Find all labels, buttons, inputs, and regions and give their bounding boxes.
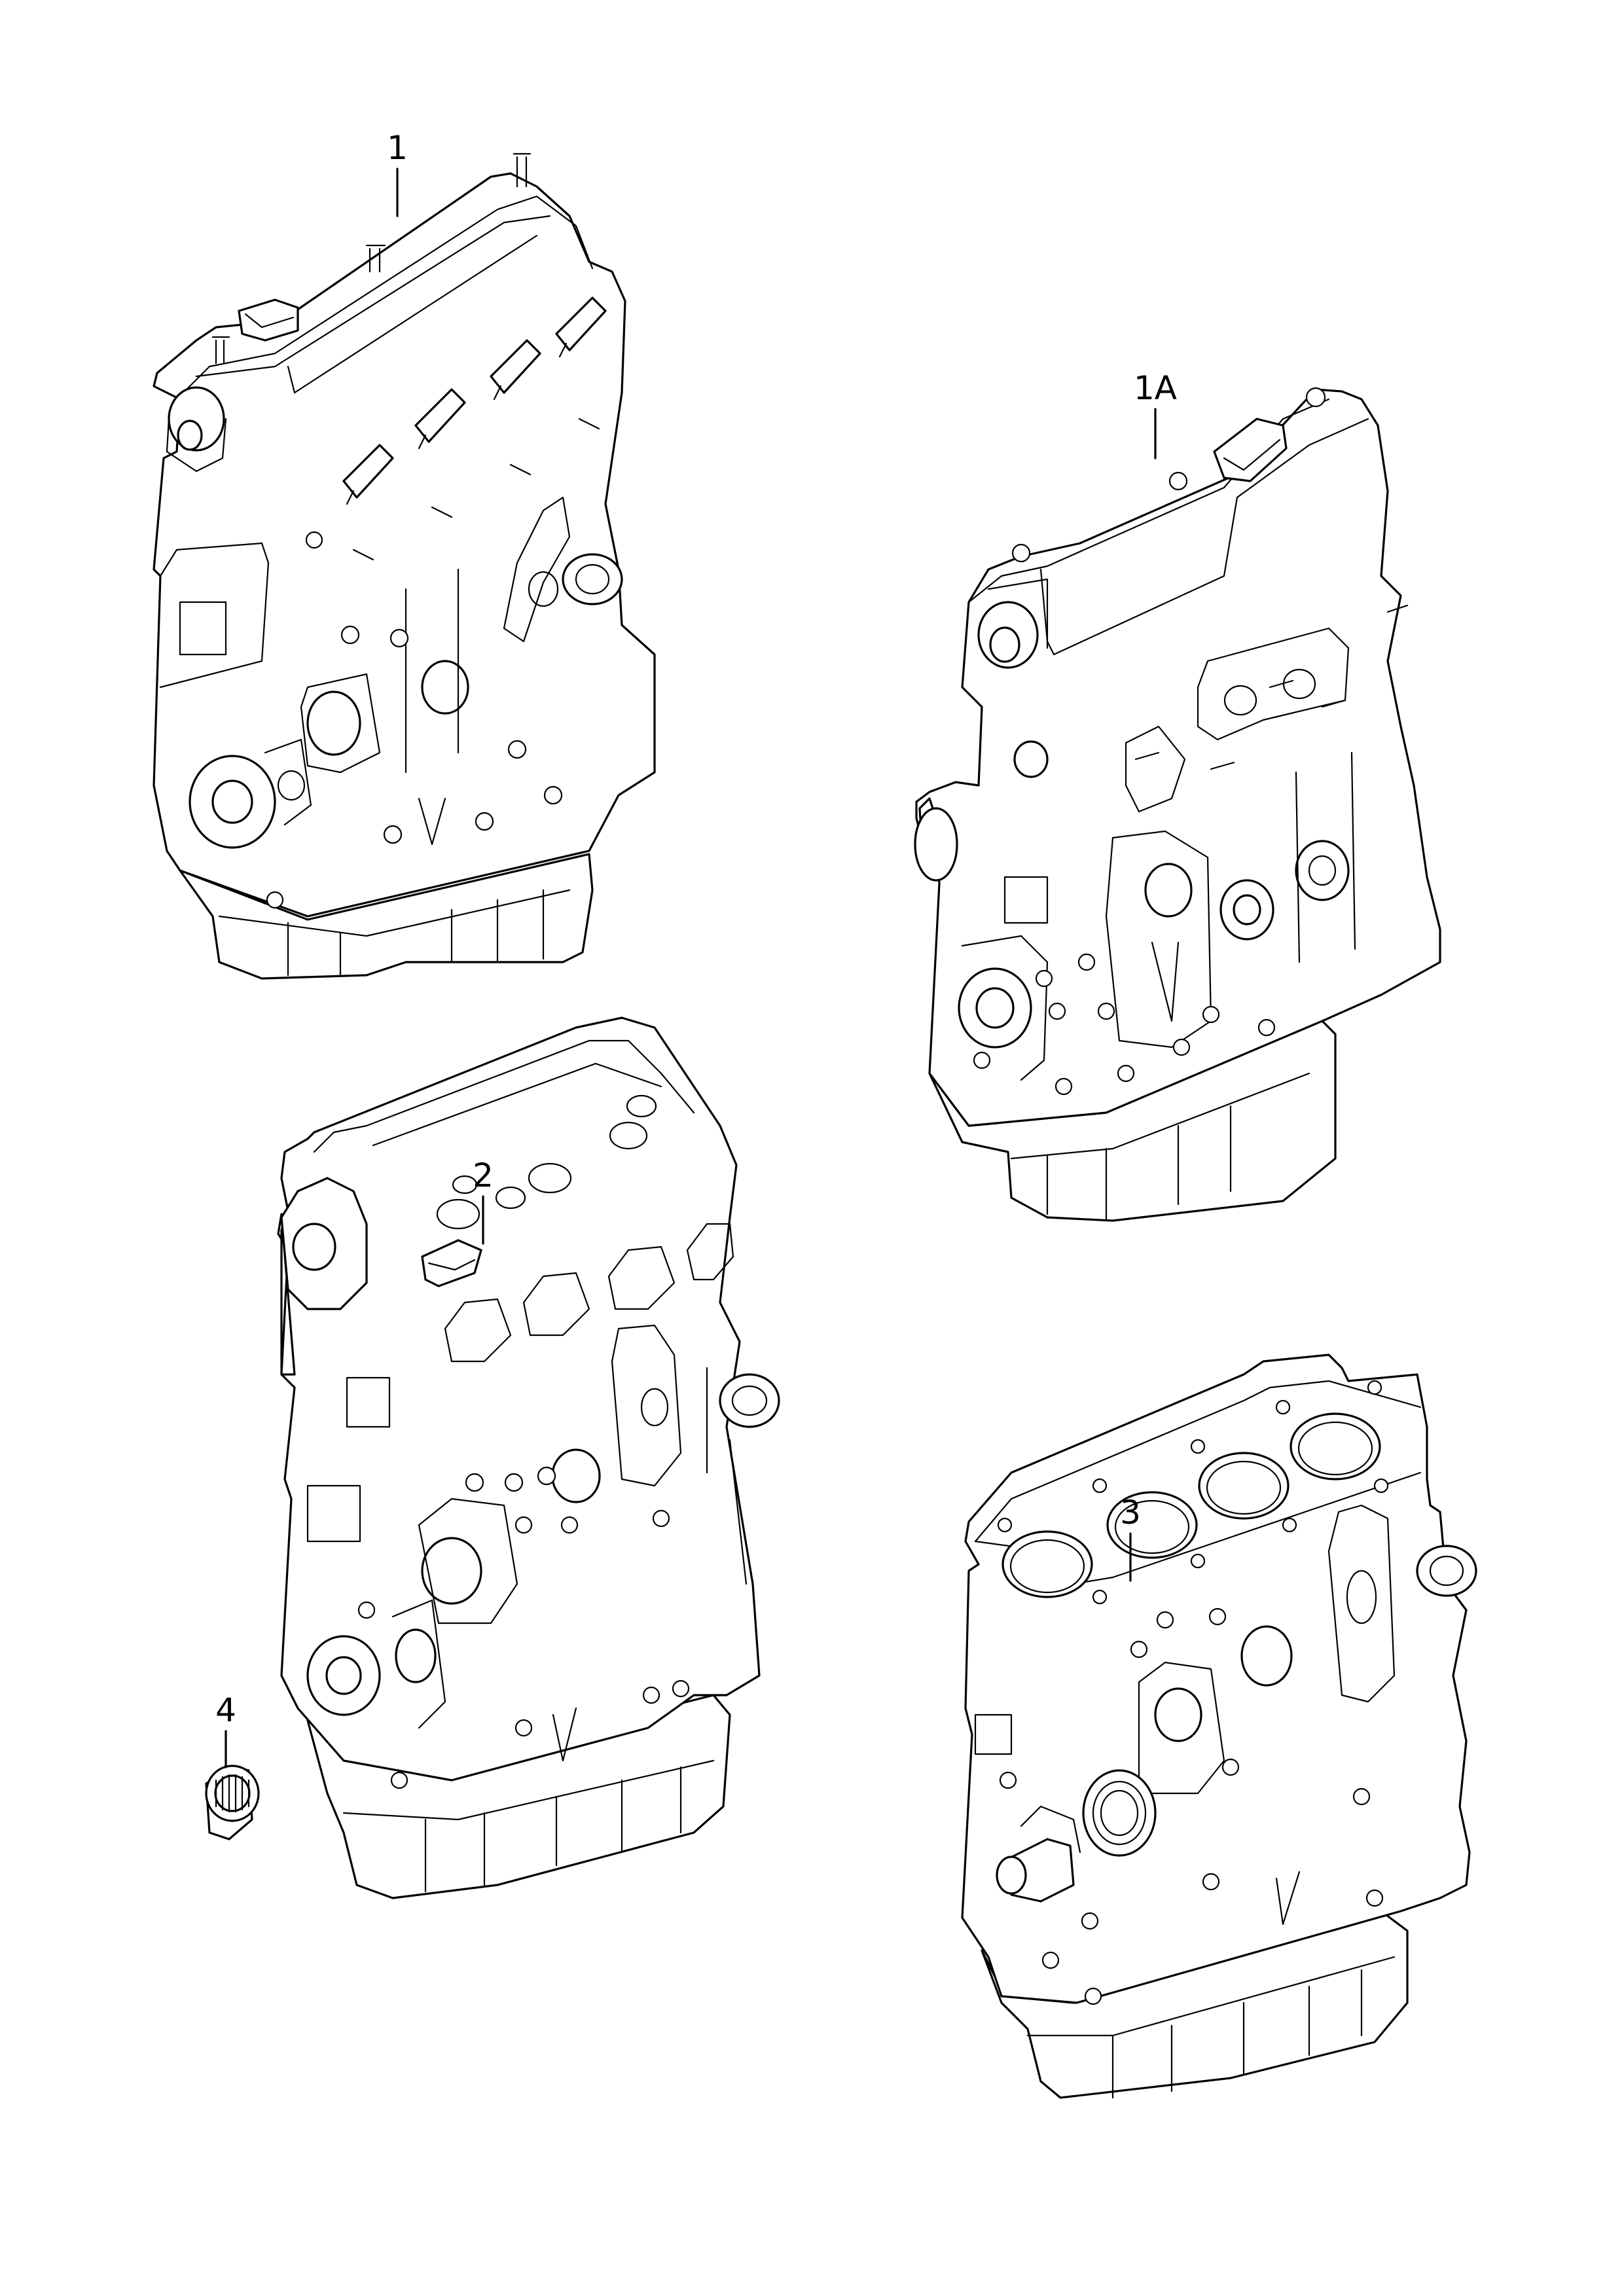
callout-2[interactable]: 2 <box>473 1157 494 1194</box>
engine-1[interactable] <box>153 152 656 980</box>
engine-2[interactable] <box>277 1016 780 1899</box>
callout-4[interactable]: 4 <box>215 1691 236 1729</box>
needle-bearing-4[interactable] <box>205 1765 260 1840</box>
engine-1a[interactable] <box>914 387 1441 1222</box>
callout-1[interactable]: 1 <box>387 129 408 167</box>
callout-3[interactable]: 3 <box>1120 1494 1141 1532</box>
callout-1a[interactable]: 1A <box>1134 369 1177 407</box>
engine-3[interactable] <box>961 1354 1477 2099</box>
